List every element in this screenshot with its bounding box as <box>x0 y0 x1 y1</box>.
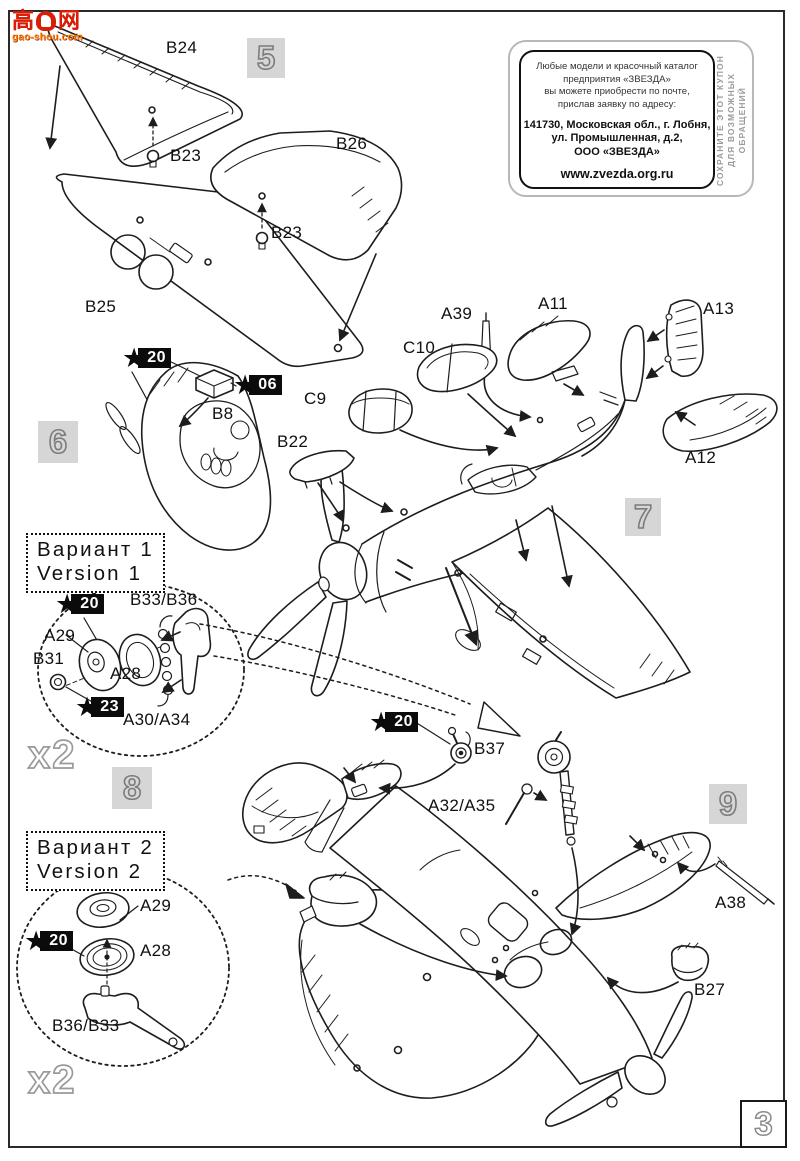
part-label-a32-a35: A32/A35 <box>428 796 496 815</box>
version-title-ru: Вариант 2 <box>37 836 154 859</box>
part-label-b27: B27 <box>694 980 726 999</box>
part-label-b31: B31 <box>33 649 65 668</box>
version-title-en: Version 2 <box>37 860 143 884</box>
coupon-body-line: прислав заявку по адресу: <box>557 98 677 110</box>
paint-star-badge-06: ★06 <box>233 370 283 400</box>
part-label-c9: C9 <box>304 389 327 408</box>
part-label-b8: B8 <box>212 404 234 423</box>
star-icon: ★ <box>55 589 80 619</box>
part-label-a29: A29 <box>140 896 172 915</box>
part-label-a30-a34: A30/A34 <box>123 710 191 729</box>
paint-number: 20 <box>138 348 172 368</box>
star-icon: ★ <box>369 707 394 737</box>
part-label-a39: A39 <box>441 304 473 323</box>
coupon-address-line: ООО «ЗВЕЗДА» <box>574 146 660 159</box>
paint-star-badge-23: ★23 <box>75 692 125 722</box>
paint-number: 23 <box>91 697 125 717</box>
coupon-website: www.zvezda.org.ru <box>560 166 674 181</box>
step-number-5: 5 <box>247 38 285 78</box>
star-icon: ★ <box>122 343 147 373</box>
paint-number: 06 <box>249 375 283 395</box>
coupon-address-line: 141730, Московская обл., г. Лобня, <box>523 118 711 131</box>
paint-number: 20 <box>71 594 105 614</box>
paint-star-badge-20: ★20 <box>122 343 172 373</box>
quantity-multiplier: x2 <box>27 732 77 778</box>
paint-star-badge-20: ★20 <box>24 926 74 956</box>
part-label-b24: B24 <box>166 38 198 57</box>
mail-order-coupon: Любые модели и красочный каталог предпри… <box>508 40 754 197</box>
part-label-b23: B23 <box>170 146 202 165</box>
step-number-7: 7 <box>625 497 661 536</box>
version1-parts-drawing <box>49 607 521 737</box>
coupon-body-line: Любые модели и красочный каталог <box>536 61 698 72</box>
quantity-multiplier: x2 <box>27 1057 77 1103</box>
part-label-b23: B23 <box>271 223 303 242</box>
coupon-address-line: ул. Промышленная, д.2, <box>551 132 683 145</box>
part-label-b22: B22 <box>277 432 309 451</box>
part-label-a38: A38 <box>715 893 747 912</box>
part-label-b26: B26 <box>336 134 368 153</box>
part-label-a13: A13 <box>703 299 735 318</box>
paint-star-badge-20: ★20 <box>369 707 419 737</box>
part-label-b33-b36: B33/B36 <box>130 590 198 609</box>
coupon-text-box: Любые модели и красочный каталог предпри… <box>519 50 715 189</box>
watermark-domain: gao-shou.com <box>12 32 83 43</box>
part-label-a12: A12 <box>685 448 717 467</box>
part-label-a11: A11 <box>538 294 568 313</box>
star-icon: ★ <box>233 370 258 400</box>
coupon-body-line: предприятия «ЗВЕЗДА» <box>563 73 671 85</box>
paint-number: 20 <box>40 931 74 951</box>
step6-cockpit-drawing <box>105 357 272 551</box>
part-label-c10: C10 <box>403 338 436 357</box>
part-label-b25: B25 <box>85 297 117 316</box>
watermark-char-2: 网 <box>58 8 81 33</box>
part-label-b36-b33: B36/B33 <box>52 1016 120 1035</box>
version-title-ru: Вариант 1 <box>37 538 154 561</box>
paint-star-badge-20: ★20 <box>55 589 105 619</box>
part-label-a28: A28 <box>140 941 172 960</box>
star-icon: ★ <box>75 692 100 722</box>
coupon-body-line: вы можете приобрести по почте, <box>544 86 690 98</box>
part-label-a28: A28 <box>110 664 142 683</box>
part-label-b37: B37 <box>474 739 506 758</box>
thumb-up-icon <box>36 11 57 31</box>
page-number: 3 <box>740 1100 787 1148</box>
step7-fuselage-drawing <box>247 299 778 699</box>
step-number-9: 9 <box>709 784 747 824</box>
watermark-logo: 高 网 gao-shou.com <box>12 10 83 43</box>
step-number-6: 6 <box>38 421 78 463</box>
part-label-a29: A29 <box>44 626 76 645</box>
version-title-en: Version 1 <box>37 562 143 586</box>
version2-parts-drawing <box>67 874 305 1050</box>
step8-9-underside-drawing <box>241 719 775 1127</box>
star-icon: ★ <box>24 926 49 956</box>
paint-number: 20 <box>385 712 419 732</box>
step5-wing-drawing <box>16 23 403 1067</box>
watermark-char-1: 高 <box>12 8 35 33</box>
step-number-8: 8 <box>112 767 152 809</box>
